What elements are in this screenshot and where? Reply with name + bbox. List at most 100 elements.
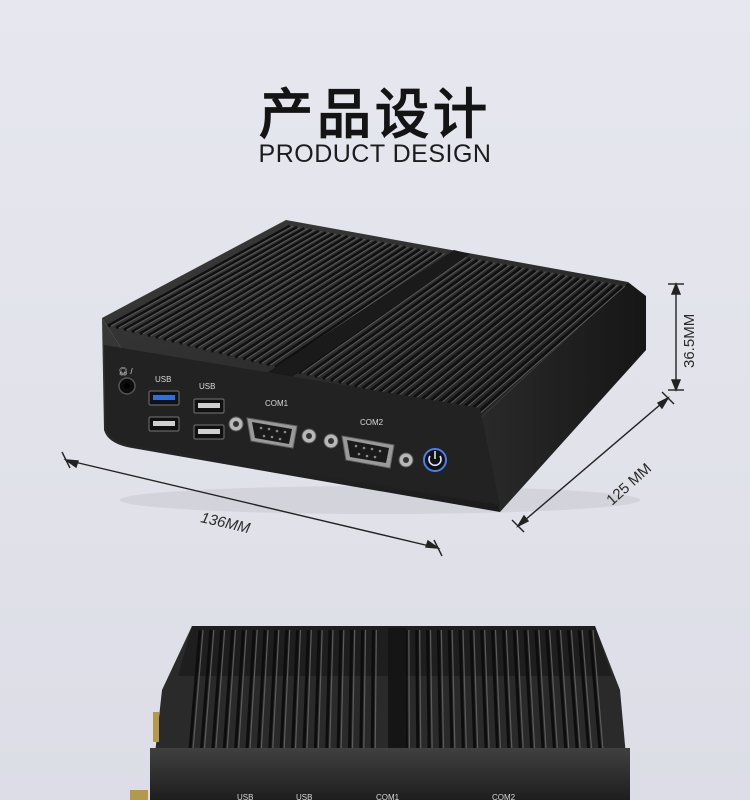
heatsink-fin-highlight <box>237 629 247 751</box>
heatsink-fin-highlight <box>226 629 237 751</box>
heatsink-fin <box>186 237 363 347</box>
heatsink-fin-highlight <box>473 629 479 751</box>
heatsink-fin <box>433 278 587 408</box>
antenna-connector-left <box>153 712 159 742</box>
heatsink-fin-highlight <box>222 243 395 354</box>
heatsink-fin <box>417 275 573 404</box>
heatsink-fin <box>337 262 501 384</box>
heatsink-fin <box>154 232 335 340</box>
front-view-usb-label-1: USB <box>237 793 253 800</box>
heatsink-fin <box>588 629 602 751</box>
heatsink-fin <box>210 241 385 353</box>
dimension-width-label: 136MM <box>199 509 252 537</box>
heatsink-fin-highlight <box>538 629 547 751</box>
front-view-usb-label-2: USB <box>296 793 312 800</box>
heatsink-fin <box>329 261 493 382</box>
heatsink-fin-highlight <box>238 246 409 358</box>
heatsink-fin <box>353 265 515 388</box>
heatsink-fin-highlight <box>397 272 554 397</box>
heatsink-fin-highlight <box>436 279 590 407</box>
heatsink-fin <box>115 225 298 330</box>
usb-label-right: USB <box>199 382 215 391</box>
heatsink-fin <box>107 224 291 328</box>
heatsink-fin-highlight <box>413 275 568 401</box>
com2-serial-port <box>323 433 414 469</box>
front-view-fins <box>188 629 602 751</box>
heatsink-fin-highlight <box>374 629 377 751</box>
com1-label: COM1 <box>265 399 289 408</box>
heatsink-fin <box>222 629 234 751</box>
heatsink-fin <box>426 629 431 751</box>
heatsink-fin-highlight <box>283 629 291 751</box>
heatsink-fin <box>302 629 310 751</box>
heatsink-fin <box>234 245 407 359</box>
heatsink-fin-highlight <box>269 251 438 366</box>
heatsink-fin-highlight <box>272 629 280 751</box>
heatsink-fin-highlight <box>249 629 258 751</box>
heatsink-fin <box>139 229 320 336</box>
heatsink-fin-highlight <box>198 239 373 348</box>
heatsink-fin-highlight <box>405 273 561 399</box>
section-title-chinese: 产品设计 <box>259 83 491 146</box>
heatsink-fin <box>242 246 414 361</box>
heatsink-fin <box>393 271 551 398</box>
heatsink-fin <box>256 629 267 751</box>
heatsink-fin-highlight <box>505 629 513 751</box>
heatsink-fin-highlight <box>333 262 496 382</box>
section-title-english: PRODUCT DESIGN <box>258 140 492 168</box>
dimension-annotations <box>61 282 684 557</box>
heatsink-fin-highlight <box>166 234 344 341</box>
heatsink-fin <box>250 248 421 363</box>
heatsink-fin-highlight <box>260 629 269 751</box>
heatsink-fin <box>566 629 579 751</box>
com2-label: COM2 <box>360 418 384 427</box>
heatsink-fin <box>385 270 544 396</box>
heatsink-fin-highlight <box>134 229 315 333</box>
heatsink-fin-highlight <box>389 271 546 395</box>
heatsink-fin-highlight <box>349 264 510 386</box>
heatsink-fin <box>274 252 443 369</box>
heatsink-fin <box>321 260 486 381</box>
power-icon <box>428 455 442 467</box>
heatsink-fin-highlight <box>214 242 388 352</box>
heatsink-fin-highlight <box>428 277 583 405</box>
heatsink-fin <box>436 629 443 751</box>
heatsink-fin <box>577 629 591 751</box>
heatsink-fin <box>409 274 566 402</box>
heatsink-fin-highlight <box>462 629 467 751</box>
heatsink-fin-highlights <box>110 225 626 417</box>
heatsink-fin <box>313 258 479 379</box>
heatsink-fin <box>425 277 580 406</box>
heatsink-fin-highlight <box>484 629 490 751</box>
side-panel <box>478 282 646 512</box>
heatsink-fin-highlight <box>444 280 597 409</box>
heatsink-fin <box>266 250 436 367</box>
heatsink-fin-highlight <box>215 629 226 751</box>
mini-pc-front-view: USB USB COM1 COM2 <box>130 626 630 800</box>
heatsink-fin-highlight <box>408 629 410 751</box>
heatsink-fin-highlight <box>261 250 431 364</box>
heatsink-fin-highlight <box>150 232 330 337</box>
heatsink-fin <box>523 629 534 751</box>
heatsink-fin-highlight <box>363 629 367 751</box>
heatsink-fin <box>199 629 213 751</box>
heatsink-fin-highlight <box>516 629 524 751</box>
heatsink-fin-highlight <box>306 629 312 751</box>
heatsink-fin <box>291 629 299 751</box>
front-view-com1-label: COM1 <box>376 793 400 800</box>
heatsink-fin <box>202 240 378 351</box>
heatsink-fin <box>345 263 508 386</box>
heatsink-fin-highlight <box>592 629 604 751</box>
heatsink-fin-highlight <box>301 256 467 374</box>
heatsink-fin-highlight <box>451 629 456 751</box>
heatsink-fin <box>491 629 499 751</box>
heatsink-fin <box>245 629 256 751</box>
heatsink-fin-highlight <box>142 230 323 335</box>
heatsink-fin <box>194 239 371 349</box>
heatsink-fin <box>457 282 609 414</box>
heatsink-fin <box>123 227 306 332</box>
heatsink-fin-highlight <box>549 629 559 751</box>
heatsink-fin-highlight <box>419 629 422 751</box>
heatsink-fin-highlight <box>294 629 302 751</box>
heatsink-fin-highlight <box>190 238 366 346</box>
